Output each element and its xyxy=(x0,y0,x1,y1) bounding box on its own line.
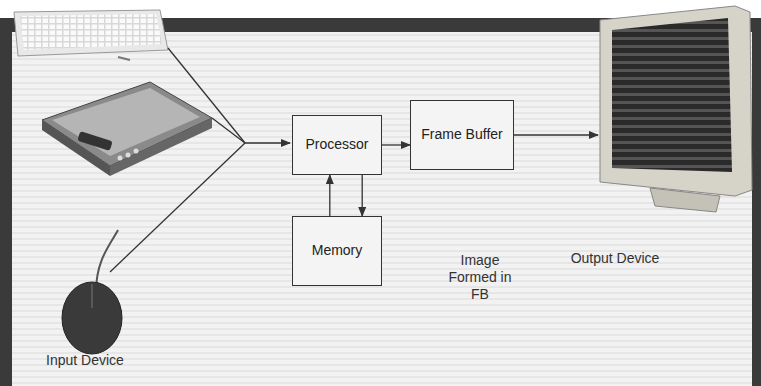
input-wires xyxy=(110,48,290,272)
caption-label: Output Device xyxy=(560,250,670,267)
arrow-connector xyxy=(382,144,410,145)
process-box: Frame Buffer xyxy=(410,100,514,170)
caption-label: Input Device xyxy=(30,352,140,369)
frame xyxy=(0,18,761,386)
arrow-connector xyxy=(329,175,330,216)
keyboard-icon xyxy=(14,10,168,60)
box-label: Memory xyxy=(308,240,367,262)
output-arrow xyxy=(505,134,598,135)
box-label: Processor xyxy=(301,134,372,156)
process-box: Memory xyxy=(292,216,382,286)
arrow-connector xyxy=(362,175,363,216)
process-box: Processor xyxy=(292,115,382,175)
scanner-icon xyxy=(42,82,212,176)
crt-monitor-icon xyxy=(600,6,752,212)
caption-label: Image Formed in FB xyxy=(440,252,520,302)
box-label: Frame Buffer xyxy=(417,124,506,146)
mouse-icon xyxy=(62,230,122,354)
